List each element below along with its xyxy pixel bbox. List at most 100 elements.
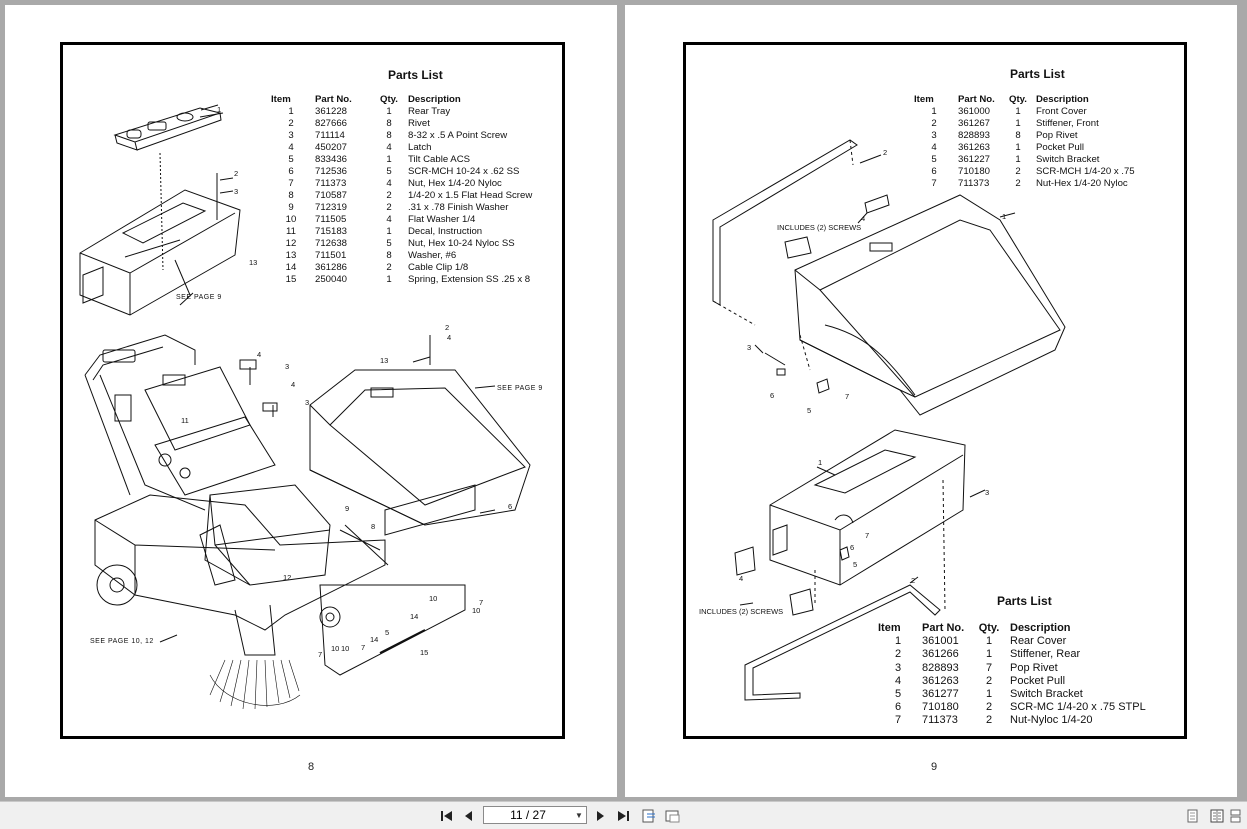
svg-text:12: 12 [283, 573, 291, 582]
single-page-view-button[interactable] [1183, 806, 1203, 826]
qty-cell: 5 [386, 238, 392, 249]
continuous-view-button[interactable] [1226, 806, 1246, 826]
description-cell: Pop Rivet [1010, 661, 1058, 674]
description-cell: .31 x .78 Finish Washer [408, 202, 509, 213]
part-no-cell: 361277 [922, 688, 959, 701]
svg-text:10: 10 [331, 644, 339, 653]
header-qty: Qty. [380, 94, 398, 105]
page-number-input[interactable]: 11 / 27 ▼ [483, 806, 587, 824]
svg-text:13: 13 [249, 258, 257, 267]
item-cell: 5 [288, 154, 294, 165]
svg-text:6: 6 [770, 391, 774, 400]
description-cell: Switch Bracket [1036, 154, 1100, 165]
qty-cell: 2 [985, 701, 993, 714]
single-page-view-icon [1187, 809, 1198, 823]
qty-cell: 7 [985, 661, 993, 674]
svg-text:4: 4 [447, 333, 451, 342]
svg-text:11: 11 [181, 416, 189, 425]
svg-text:10: 10 [472, 606, 480, 615]
description-cell: Rear Cover [1010, 635, 1067, 648]
qty-cell: 4 [386, 142, 392, 153]
description-cell: Nut-Hex 1/4-20 Nyloc [1036, 178, 1128, 189]
item-cell: 3 [894, 661, 902, 674]
qty-cell: 1 [985, 648, 993, 661]
description-cell: Front Cover [1036, 106, 1087, 117]
part-no-cell: 361263 [922, 674, 959, 687]
part-no-cell: 833436 [315, 154, 348, 165]
page-indicator: 11 / 27 [510, 808, 546, 822]
svg-text:1: 1 [1002, 212, 1006, 221]
continuous-view-icon [1230, 809, 1241, 823]
part-no-cell: 710587 [315, 190, 348, 201]
qty-cell: 1 [1015, 106, 1021, 117]
qty-cell: 1 [386, 274, 392, 285]
svg-text:7: 7 [318, 650, 322, 659]
qty-cell: 2 [985, 714, 993, 727]
description-cell: 8-32 x .5 A Point Screw [408, 130, 508, 141]
description-cell: Washer, #6 [408, 250, 457, 261]
svg-text:5: 5 [853, 560, 857, 569]
item-cell: 4 [931, 142, 937, 153]
description-cell: Spring, Extension SS .25 x 8 [408, 274, 531, 285]
svg-text:6: 6 [508, 502, 512, 511]
svg-text:5: 5 [807, 406, 811, 415]
part-no-cell: 361001 [922, 635, 959, 648]
qty-cell: 2 [1015, 166, 1021, 177]
description-cell: SCR-MCH 1/4-20 x .75 [1036, 166, 1135, 177]
last-page-button[interactable] [613, 806, 633, 826]
item-cell: 8 [288, 190, 294, 201]
page-dropdown-arrow-icon[interactable]: ▼ [575, 810, 583, 820]
qty-cell: 2 [386, 202, 392, 213]
svg-text:4: 4 [861, 214, 865, 223]
description-cell: Nut-Nyloc 1/4-20 [1010, 714, 1093, 727]
svg-text:10: 10 [429, 594, 437, 603]
item-cell: 6 [894, 701, 902, 714]
item-cell: 1 [931, 106, 937, 117]
svg-text:2: 2 [911, 576, 915, 585]
part-no-cell: 711373 [315, 178, 347, 189]
last-page-icon [618, 811, 629, 821]
header-qty: Qty. [978, 622, 1000, 634]
item-cell: 6 [288, 166, 294, 177]
header-part-no: Part No. [315, 94, 352, 105]
first-page-button[interactable] [437, 806, 457, 826]
part-no-cell: 712638 [315, 238, 348, 249]
next-page-button[interactable] [591, 806, 611, 826]
header-description: Description [1010, 622, 1071, 634]
svg-text:9: 9 [345, 504, 349, 513]
fit-width-button[interactable] [662, 806, 682, 826]
description-cell: Rivet [408, 118, 430, 129]
part-no-cell: 711505 [315, 214, 347, 225]
header-item: Item [271, 94, 291, 105]
item-cell: 13 [285, 250, 297, 261]
header-item: Item [878, 622, 901, 634]
item-cell: 11 [286, 226, 296, 237]
description-cell: Tilt Cable ACS [408, 154, 471, 165]
part-no-cell: 712536 [315, 166, 348, 177]
fit-page-button[interactable] [639, 806, 659, 826]
description-cell: SCR-MC 1/4-20 x .75 STPL [1010, 701, 1146, 714]
prev-page-button[interactable] [458, 806, 478, 826]
item-cell: 4 [288, 142, 294, 153]
item-cell: 7 [288, 178, 294, 189]
part-no-cell: 361228 [315, 106, 348, 117]
double-page-view-button[interactable] [1207, 806, 1227, 826]
svg-text:5: 5 [385, 628, 389, 637]
description-cell: Switch Bracket [1010, 688, 1083, 701]
description-cell: Pocket Pull [1036, 142, 1084, 153]
part-no-cell: 361266 [922, 648, 959, 661]
item-cell: 1 [288, 106, 294, 117]
callout-includes-screws-bottom: INCLUDES (2) SCREWS [699, 607, 783, 616]
svg-text:3: 3 [985, 488, 989, 497]
